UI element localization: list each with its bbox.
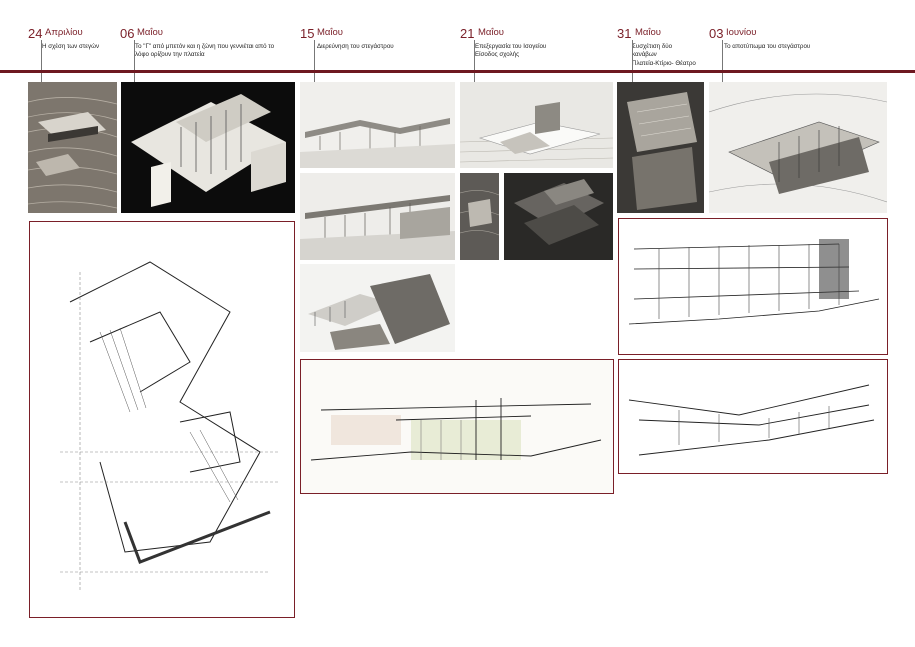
entry-caption: Το αποτύπωμα του στεγάστρου [724,43,810,51]
timeline-tick [632,40,633,82]
caption-line: Συσχέτιση δύο [632,43,673,50]
model-photo-ground-entrance [460,82,613,168]
entry-caption: Η σχέση των στεγών [42,43,99,51]
timeline-tick [41,40,42,82]
caption-line: Επεξεργασία του Ισογείου [475,43,547,50]
caption-line: Είσοδος σχολής [475,51,520,59]
timeline-tick [474,40,475,82]
entry-caption: Διερεύνηση του στεγάστρου [317,43,394,51]
timeline-tick [134,40,135,82]
entry-day: 15 [300,26,315,41]
timeline-tick [314,40,315,82]
caption-line: Το αποτύπωμα του στεγάστρου [724,43,811,50]
caption-line: Διερεύνηση του στεγάστρου [317,43,394,50]
model-photo-grids [617,82,704,213]
entry-day: 31 [617,26,632,41]
entry-caption: Το "Γ" από μπετόν και η ζώνη που γεννιέτ… [135,43,274,60]
entry-day: 24 [28,26,43,41]
caption-line: Πλατεία-Κτίριο- Θέατρο [632,59,696,67]
caption-line: Η σχέση των στεγών [42,43,100,50]
model-photo-site-dark [504,173,613,260]
model-photo-canopy-2 [300,173,455,260]
sketch-section-colored [300,359,614,494]
model-photo-canopy-1 [300,82,455,168]
entry-day: 06 [120,26,135,41]
entry-month: Μαΐου [137,27,163,38]
caption-line: Το "Γ" από μπετόν και η ζώνη που γεννιέτ… [135,43,275,50]
sketch-section-top [618,218,888,355]
timeline-rule [0,70,915,73]
sketch-section-bottom [618,359,888,474]
model-photo-terrain [28,82,117,213]
entry-month: Ιουνίου [726,27,757,38]
entry-day: 21 [460,26,475,41]
model-photo-site-small [460,173,499,260]
entry-month: Μαΐου [635,27,661,38]
sketch-plan-large [29,221,295,618]
entry-month: Μαΐου [478,27,504,38]
model-photo-roof-footprint [709,82,887,213]
entry-caption: Συσχέτιση δύο κανάβων Πλατεία-Κτίριο- Θέ… [632,43,696,68]
entry-day: 03 [709,26,724,41]
entry-month: Απριλίου [45,27,83,38]
entry-month: Μαΐου [317,27,343,38]
caption-line: κανάβων [632,51,657,59]
caption-line: λόφο ορίζουν την πλατεία [135,51,205,59]
model-photo-concrete-gamma [121,82,295,213]
timeline-tick [722,40,723,82]
entry-caption: Επεξεργασία του Ισογείου Είσοδος σχολής [475,43,546,60]
model-photo-axonometric [300,264,455,352]
